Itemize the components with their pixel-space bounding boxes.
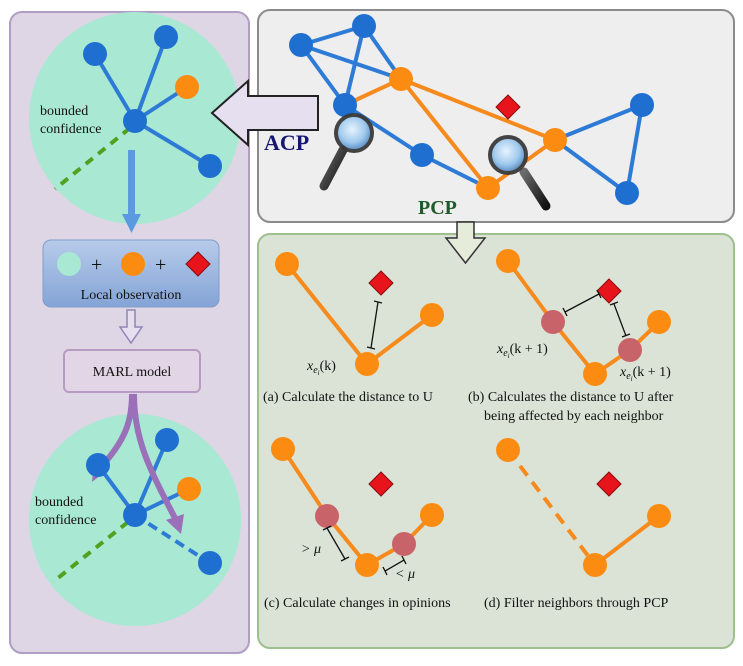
plus-sign: + bbox=[155, 254, 166, 276]
node-pink bbox=[392, 532, 416, 556]
marl-model-box: MARL model bbox=[63, 349, 201, 393]
distance-label: xei(k + 1) bbox=[619, 365, 671, 383]
node-orange bbox=[175, 75, 199, 99]
local-observation-box: + + Local observation bbox=[42, 239, 220, 308]
icon-red-diamond bbox=[185, 251, 211, 277]
icon-orange-node bbox=[121, 252, 145, 276]
node-orange bbox=[543, 128, 567, 152]
bottom-panel bbox=[257, 233, 735, 649]
subdiagram-a: xei(k) (a) Calculate the distance to U bbox=[263, 252, 444, 405]
node-orange bbox=[355, 352, 379, 376]
icon-teal-circle bbox=[57, 252, 81, 276]
node-orange bbox=[420, 503, 444, 527]
node-pink bbox=[618, 338, 642, 362]
red-diamond-marker bbox=[596, 278, 622, 304]
bottom-neighborhood: bounded confidence bbox=[29, 393, 241, 626]
subdiagram-c: > μ < μ (c) Calculate changes in opinion… bbox=[264, 437, 451, 611]
node-blue bbox=[410, 143, 434, 167]
node-orange bbox=[583, 362, 607, 386]
network-graph bbox=[289, 14, 654, 205]
node-orange bbox=[420, 303, 444, 327]
red-diamond-marker bbox=[368, 471, 394, 497]
red-diamond-marker bbox=[368, 270, 394, 296]
caption-c: (c) Calculate changes in opinions bbox=[264, 596, 451, 611]
local-observation-label: Local observation bbox=[81, 288, 182, 303]
top-neighborhood: bounded confidence bbox=[29, 12, 241, 224]
filtered-edge bbox=[506, 448, 597, 567]
subdiagram-d: (d) Filter neighbors through PCP bbox=[484, 438, 671, 611]
node-orange bbox=[271, 437, 295, 461]
down-arrow-blue bbox=[122, 150, 141, 233]
top-dashed-edge bbox=[53, 126, 132, 191]
down-arrow-green bbox=[444, 221, 487, 265]
pcp-label: PCP bbox=[418, 197, 457, 219]
node-blue bbox=[155, 428, 179, 452]
node-blue bbox=[198, 551, 222, 575]
node-blue bbox=[83, 42, 107, 66]
node-orange bbox=[647, 310, 671, 334]
node-orange bbox=[177, 477, 201, 501]
less-than-mu-label: < μ bbox=[395, 567, 415, 582]
bottom-dashed-edge bbox=[51, 520, 130, 584]
magnifier-icon bbox=[319, 113, 374, 191]
red-diamond-marker bbox=[596, 471, 622, 497]
node-pink bbox=[315, 504, 339, 528]
caption-b-line1: (b) Calculates the distance to U after bbox=[468, 390, 674, 405]
node-orange bbox=[583, 553, 607, 577]
acp-label: ACP bbox=[264, 130, 309, 155]
node-orange bbox=[496, 438, 520, 462]
node-orange bbox=[355, 553, 379, 577]
down-arrow-outline bbox=[118, 309, 144, 345]
node-blue bbox=[198, 154, 222, 178]
node-blue bbox=[630, 93, 654, 117]
red-diamond-marker bbox=[495, 94, 521, 120]
node-blue bbox=[352, 14, 376, 38]
node-blue bbox=[86, 453, 110, 477]
plus-sign: + bbox=[91, 254, 102, 276]
node-blue bbox=[615, 181, 639, 205]
magnifier-icon bbox=[488, 135, 551, 211]
greater-than-mu-label: > μ bbox=[301, 542, 321, 557]
caption-b-line2: being affected by each neighbor bbox=[484, 409, 664, 424]
node-orange bbox=[476, 176, 500, 200]
node-blue bbox=[333, 93, 357, 117]
node-orange bbox=[647, 504, 671, 528]
left-arrow bbox=[210, 78, 319, 148]
subdiagram-b: xei(k + 1) xei(k + 1) (b) Calculates the… bbox=[468, 249, 674, 424]
node-blue bbox=[154, 25, 178, 49]
caption-a: (a) Calculate the distance to U bbox=[263, 390, 433, 405]
node-blue bbox=[289, 33, 313, 57]
node-orange bbox=[389, 67, 413, 91]
bounded-label-top: bounded confidence bbox=[40, 104, 101, 137]
distance-label: xei(k + 1) bbox=[496, 342, 548, 360]
node-orange bbox=[275, 252, 299, 276]
purple-arrow-right bbox=[131, 393, 179, 522]
marl-model-label: MARL model bbox=[93, 365, 172, 380]
node-pink bbox=[541, 310, 565, 334]
distance-label: xei(k) bbox=[306, 359, 336, 377]
node-blue-center bbox=[123, 503, 147, 527]
bounded-label-bottom: bounded confidence bbox=[35, 495, 96, 528]
node-orange bbox=[496, 249, 520, 273]
node-blue-center bbox=[123, 109, 147, 133]
caption-d: (d) Filter neighbors through PCP bbox=[484, 596, 669, 611]
